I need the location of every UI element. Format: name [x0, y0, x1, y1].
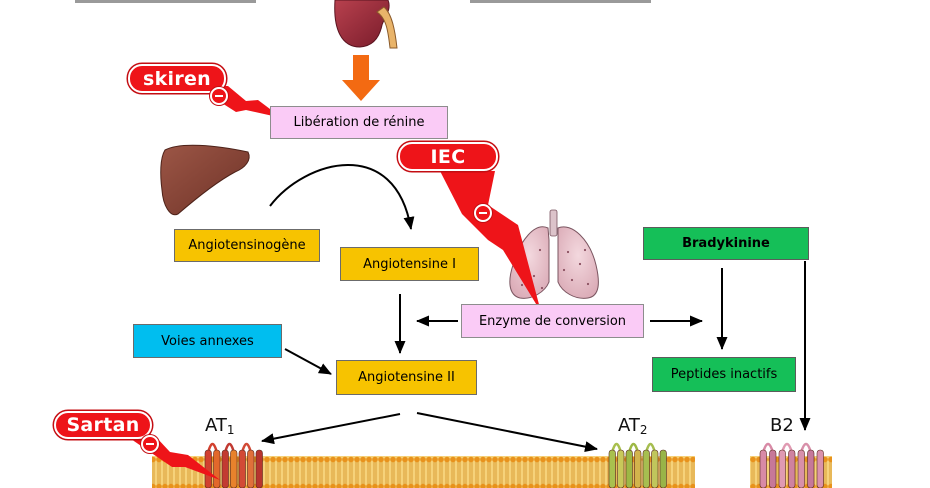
receptor-helix: [807, 449, 815, 488]
lung-spot: [583, 248, 587, 252]
cropped-box-top-left: [75, 0, 256, 3]
receptor-label-at2-subscript: 2: [639, 423, 648, 437]
receptor-helix: [651, 449, 659, 488]
receptor-label-at1: AT1: [205, 415, 235, 437]
down-arrow-icon: [342, 55, 380, 101]
receptor-loop: [241, 442, 252, 453]
angiotensinogen-box: Angiotensinogène: [174, 229, 320, 262]
receptor-label-at1-name: AT: [205, 415, 227, 436]
receptor-helix: [659, 449, 667, 488]
lung-left-lobe: [509, 226, 550, 299]
trachea: [549, 209, 558, 237]
receptor-helix: [230, 449, 238, 488]
receptor-helix: [816, 449, 824, 488]
receptor-at1: [204, 442, 263, 488]
receptor-loop: [800, 442, 812, 453]
renin-inhibitor-label: skiren: [128, 64, 226, 93]
receptor-helix: [759, 449, 767, 488]
minus-circle-icon: [141, 435, 159, 453]
side-pathways-box: Voies annexes: [133, 324, 282, 358]
receptors: [204, 442, 824, 488]
receptor-helix: [238, 449, 246, 488]
receptor-helix: [617, 449, 625, 488]
lightning-bolt-icon: [440, 171, 541, 312]
arrow-side-pathways-to-angiotensin-2: [284, 348, 332, 375]
ace-inhibitor-label: IEC: [398, 142, 498, 171]
arrow-angiotensinogen-to-angiotensin-1: [269, 164, 415, 230]
lung-spot: [578, 262, 582, 266]
lung-spot: [566, 250, 570, 254]
receptor-loop: [645, 442, 656, 453]
lung-spot: [532, 274, 536, 278]
lungs-icon: [509, 209, 599, 299]
receptor-helix: [213, 449, 221, 488]
arrow-angiotensin-2-to-at1: [261, 413, 401, 445]
receptor-helix: [788, 449, 796, 488]
inactive-peptides-box: Peptides inactifs: [652, 357, 796, 392]
receptor-loop: [611, 442, 622, 453]
lung-spot: [586, 282, 590, 286]
receptor-helix: [797, 449, 805, 488]
receptor-loop: [628, 442, 639, 453]
receptor-at2: [608, 442, 667, 488]
kidney-body: [334, 0, 390, 48]
lung-spot: [562, 268, 566, 272]
receptor-label-at2: AT2: [618, 415, 648, 437]
receptor-helix: [204, 449, 212, 488]
lung-spot: [520, 283, 524, 287]
receptor-loop: [224, 442, 235, 453]
ureter: [376, 6, 398, 49]
receptor-helix: [778, 449, 786, 488]
receptor-helix: [769, 449, 777, 488]
receptor-loop: [762, 442, 774, 453]
lung-spot: [540, 286, 544, 290]
receptor-helix: [255, 449, 263, 488]
angiotensin-2-box: Angiotensine II: [336, 360, 477, 395]
conversion-enzyme-box: Enzyme de conversion: [461, 304, 644, 338]
receptor-b2: [759, 442, 824, 488]
bradykinin-box: Bradykinine: [643, 227, 809, 260]
receptor-helix: [642, 449, 650, 488]
minus-circle-icon: [474, 204, 492, 222]
receptor-helix: [247, 449, 255, 488]
receptor-helix: [625, 449, 633, 488]
receptor-label-b2: B2: [770, 415, 794, 436]
arrow-angiotensin-2-to-at2: [416, 412, 598, 453]
cropped-box-top-right: [470, 0, 651, 3]
receptor-label-at2-name: AT: [618, 415, 640, 436]
receptor-helix: [634, 449, 642, 488]
lung-spot: [538, 248, 542, 252]
receptor-loop: [207, 442, 218, 453]
lung-right-lobe: [557, 226, 599, 299]
renin-release-box: Libération de rénine: [270, 106, 448, 139]
minus-circle-icon: [210, 87, 228, 105]
receptor-helix: [608, 449, 616, 488]
kidney-icon: [334, 0, 398, 49]
sartan-label: Sartan: [54, 411, 152, 439]
angiotensin-1-box: Angiotensine I: [340, 247, 479, 281]
receptor-loop: [781, 442, 793, 453]
receptor-label-at1-subscript: 1: [226, 423, 235, 437]
liver-icon: [160, 144, 250, 216]
receptor-helix: [221, 449, 229, 488]
lung-spot: [570, 278, 574, 282]
